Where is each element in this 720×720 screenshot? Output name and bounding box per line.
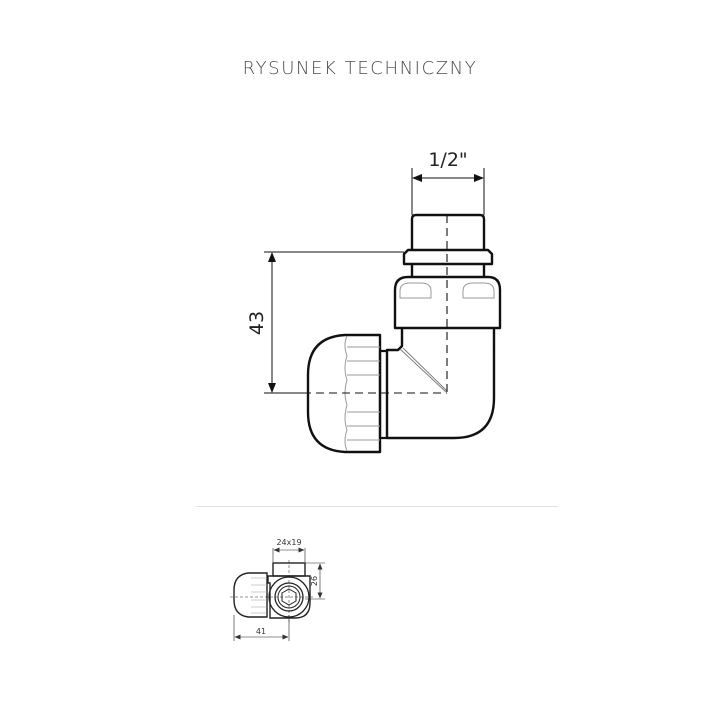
neck [410, 264, 486, 278]
elbow-valve-front-view: 24x19 26 41 [230, 538, 325, 641]
dimension-label-thread: 1/2" [428, 149, 467, 171]
nut-grip-left [399, 282, 432, 299]
small-body [267, 575, 311, 619]
elbow-body [385, 328, 496, 440]
thread-nipple [410, 213, 486, 250]
small-dimension-label-bottom: 41 [256, 627, 266, 636]
flange [402, 248, 494, 266]
dimension-label-height: 43 [246, 311, 268, 335]
nut-grip-right [462, 282, 495, 299]
dimension-height: 43 [246, 251, 404, 394]
section-divider [196, 506, 558, 507]
elbow-valve-side-view: 1/2" 43 [246, 149, 502, 454]
small-dimension-label-top: 24x19 [276, 538, 301, 547]
drill-line [399, 347, 448, 393]
small-nipple [272, 562, 306, 577]
small-dimension-label-right: 26 [310, 576, 319, 586]
union-nut [393, 275, 502, 330]
side-cap [306, 333, 382, 454]
page-title: RYSUNEK TECHNICZNY [242, 58, 478, 79]
small-side-cap [233, 572, 268, 618]
dimension-half-inch: 1/2" [411, 149, 485, 215]
